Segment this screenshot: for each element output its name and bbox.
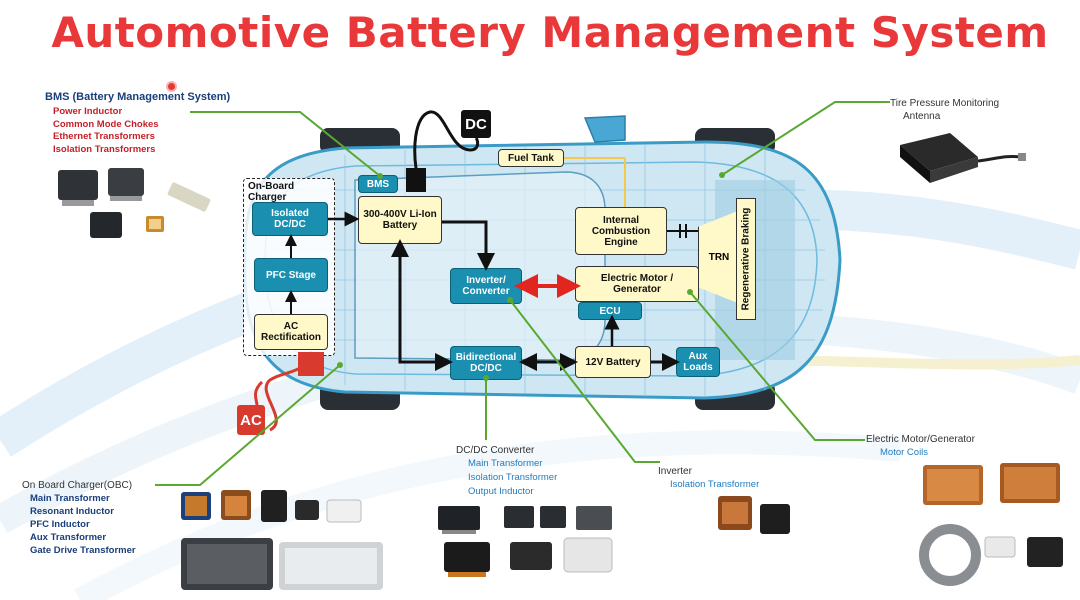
- bms-components-image: [58, 168, 211, 238]
- bms-block: BMS: [358, 175, 398, 193]
- bms-item-1: Common Mode Chokes: [53, 119, 159, 130]
- cursor-dot: [166, 81, 177, 92]
- battery-block: 300-400V Li-Ion Battery: [358, 196, 442, 244]
- dcdc-components-image: [438, 506, 613, 577]
- battery-12v-block: 12V Battery: [575, 346, 651, 378]
- aux-loads-block: Aux Loads: [676, 347, 720, 377]
- inverter-callout-heading: Inverter: [658, 466, 692, 477]
- tpms-item-0: Antenna: [903, 111, 941, 122]
- ac-rectification-block: AC Rectification: [254, 314, 328, 350]
- bms-item-2: Ethernet Transformers: [53, 131, 155, 142]
- pfc-stage-block: PFC Stage: [254, 258, 328, 292]
- motor-coils-image: [919, 463, 1063, 586]
- bidirectional-dcdc-block: Bidirectional DC/DC: [450, 346, 522, 380]
- obc-callout-heading: On Board Charger(OBC): [22, 480, 133, 491]
- ac-plug-tag: AC: [237, 405, 265, 435]
- inverter-item-0: Isolation Transformer: [670, 479, 760, 490]
- isolated-dcdc-block: Isolated DC/DC: [252, 202, 328, 236]
- regenerative-braking-block: Regenerative Braking: [736, 198, 756, 320]
- regenerative-braking-label: Regenerative Braking: [740, 207, 752, 311]
- tpms-callout-heading: Tire Pressure Monitoring: [890, 98, 1000, 109]
- dcdc-item-1: Isolation Transformer: [468, 472, 558, 483]
- dcdc-callout-heading: DC/DC Converter: [456, 445, 535, 456]
- inverter-components-image: [718, 496, 790, 534]
- inverter-block: Inverter/ Converter: [450, 268, 522, 304]
- ice-block: Internal Combustion Engine: [575, 207, 667, 255]
- obc-item-1: Resonant Inductor: [30, 506, 114, 517]
- dcdc-item-0: Main Transformer: [468, 458, 543, 469]
- obc-components-image: [181, 490, 383, 590]
- obc-item-2: PFC Inductor: [30, 519, 90, 530]
- page-title: Automotive Battery Management System: [51, 8, 1049, 57]
- motor-block: Electric Motor / Generator: [575, 266, 699, 302]
- tpms-antenna-image: [900, 133, 1026, 183]
- ecu-block: ECU: [578, 302, 642, 320]
- motor-item-0: Motor Coils: [880, 447, 929, 458]
- bms-item-3: Isolation Transformers: [53, 144, 156, 155]
- dc-plug-tag: DC: [461, 110, 491, 138]
- bms-callout-heading: BMS (Battery Management System): [45, 91, 231, 103]
- obc-item-0: Main Transformer: [30, 493, 110, 504]
- obc-item-4: Gate Drive Transformer: [30, 545, 136, 556]
- fuel-tank-block: Fuel Tank: [498, 149, 564, 167]
- motor-callout-heading: Electric Motor/Generator: [866, 434, 975, 445]
- bms-item-0: Power Inductor: [53, 106, 123, 117]
- obc-item-3: Aux Transformer: [30, 532, 107, 543]
- dcdc-item-2: Output Inductor: [468, 486, 534, 497]
- obc-caption: On-Board Charger: [248, 181, 295, 203]
